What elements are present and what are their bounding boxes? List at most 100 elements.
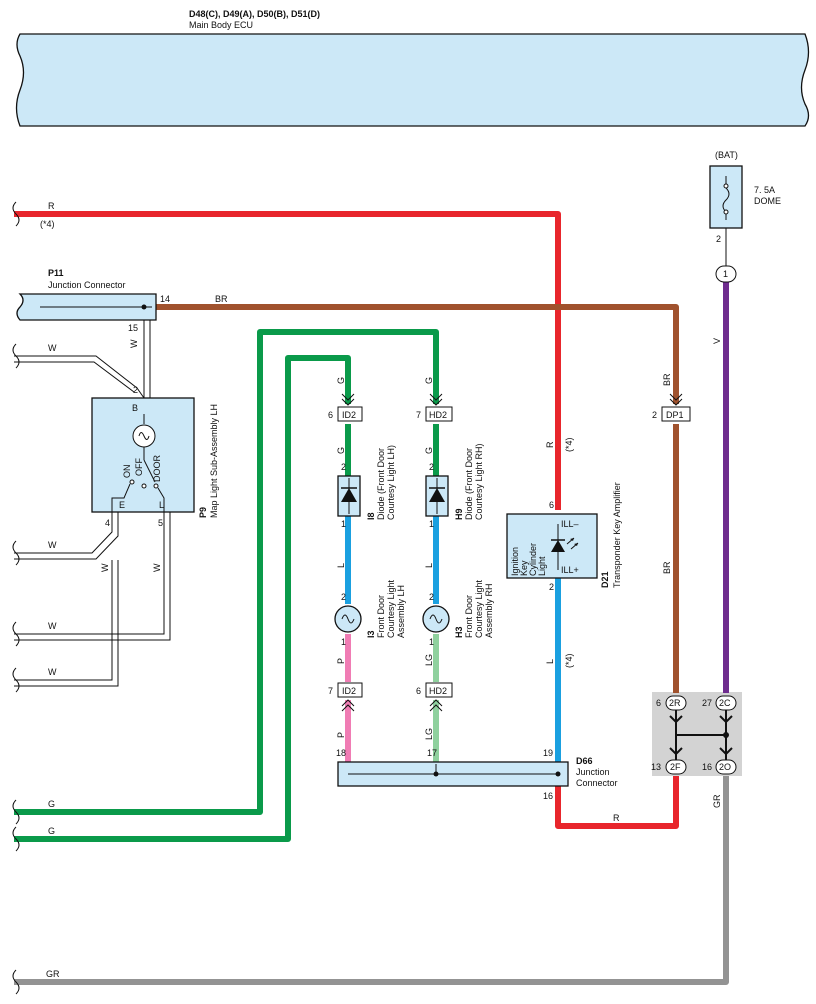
dp1-label: DP1 <box>666 410 684 420</box>
p9-pin-e-num: 4 <box>105 518 110 528</box>
wire-red-bottom <box>555 776 679 829</box>
dp1-pin: 2 <box>652 410 657 420</box>
id2-label-top: ID2 <box>342 410 356 420</box>
i3-pin-bottom: 1 <box>341 637 346 647</box>
h9-line1: Diode (Front Door <box>464 448 474 520</box>
p9-sw-door: DOOR <box>152 454 162 482</box>
h3-line2: Courtesy Light <box>474 579 484 638</box>
wire-brown <box>152 304 679 404</box>
connector-id2-bottom: ID2 7 <box>328 682 363 712</box>
label-v: V <box>712 338 722 344</box>
label-r-d21: R <box>545 441 555 448</box>
hd2-label-bottom: HD2 <box>429 686 447 696</box>
connector-hd2-top: HD2 7 <box>416 393 453 422</box>
d21-inner3: Cylinder <box>528 543 538 576</box>
d66-pin-a: 18 <box>336 748 346 758</box>
d21-inner1: Ignition <box>510 547 520 576</box>
ecu-title: D48(C), D49(A), D50(B), D51(D) <box>189 9 320 19</box>
label-br-lower: BR <box>662 561 672 574</box>
h9-line2: Courtesy Light RH) <box>474 443 484 520</box>
id2-pin-bottom: 7 <box>328 686 333 696</box>
i3-code: I3 <box>366 630 376 638</box>
p9-pin-e: E <box>119 500 125 510</box>
label-lg-1: LG <box>424 654 434 666</box>
i8-line2: Courtesy Light LH) <box>386 445 396 520</box>
fuse-name: DOME <box>754 196 781 206</box>
label-g-1: G <box>48 799 55 809</box>
h3-line1: Front Door <box>464 595 474 638</box>
i3-line3: Assembly LH <box>396 585 406 638</box>
i3-line2: Courtesy Light <box>386 579 396 638</box>
wire-labels: R (*4) BR W W W W W W W G G G G G G L L … <box>40 201 722 979</box>
junction-block-connectors: 2R 6 2C 27 2F 13 2O 16 <box>651 695 737 775</box>
diode-i8: 2 1 I8 Diode (Front Door Courtesy Light … <box>337 445 396 529</box>
h9-code: H9 <box>454 508 464 520</box>
d66-code: D66 <box>576 756 593 766</box>
connector-id2-top: ID2 6 <box>328 393 363 422</box>
jb-2o: 2O <box>719 762 731 772</box>
p9-pin-b: B <box>132 403 138 413</box>
fuse-connector-pin: 1 <box>723 269 728 279</box>
label-g-h9-top: G <box>424 377 434 384</box>
diode-h9: 2 1 H9 Diode (Front Door Courtesy Light … <box>425 443 484 529</box>
jb-pin-2f: 13 <box>651 762 661 772</box>
fuse-source: (BAT) <box>715 150 738 160</box>
i8-pin-top: 2 <box>341 462 346 472</box>
p11-code: P11 <box>48 268 64 278</box>
h3-line3: Assembly RH <box>484 583 494 638</box>
d21-pin-bottom: 2 <box>549 582 554 592</box>
connector-hd2-bottom: HD2 6 <box>416 682 453 712</box>
i8-pin-bottom: 1 <box>341 519 346 529</box>
label-r-top: R <box>48 201 55 211</box>
p9-pin-l-num: 5 <box>158 518 163 528</box>
fuse-rating: 7. 5A <box>754 185 775 195</box>
label-w-l: W <box>152 563 162 572</box>
fuse-pin: 2 <box>716 234 721 244</box>
d21-inner4: Light <box>537 556 547 576</box>
label-r-bottom: R <box>613 813 620 823</box>
d66-junction-connector: 18 17 19 16 D66 Junction Connector <box>336 748 618 801</box>
i8-line1: Diode (Front Door <box>376 448 386 520</box>
d21-name: Transponder Key Amplifier <box>612 482 622 588</box>
i3-line1: Front Door <box>376 595 386 638</box>
h9-pin-top: 2 <box>429 462 434 472</box>
jb-pin-2c: 27 <box>702 698 712 708</box>
label-r-note-d21: (*4) <box>564 437 574 452</box>
p9-code: P9 <box>198 507 208 518</box>
label-l-note-d21: (*4) <box>564 653 574 668</box>
label-w-p11: W <box>129 339 139 348</box>
main-body-ecu: D48(C), D49(A), D50(B), D51(D) Main Body… <box>15 9 810 127</box>
label-br-top: BR <box>215 294 228 304</box>
p9-map-light: 2 B ON OFF DOOR E L 4 5 P9 Map Light Sub… <box>91 385 219 528</box>
label-l-rh: L <box>424 563 434 568</box>
label-p-2: P <box>336 732 346 738</box>
wire-green-inner <box>14 355 351 842</box>
white-wires <box>14 317 171 687</box>
jb-2c: 2C <box>719 698 731 708</box>
d66-pin-c: 19 <box>543 748 553 758</box>
p11-name: Junction Connector <box>48 280 126 290</box>
label-w-e: W <box>100 563 110 572</box>
label-gr-bottom: GR <box>46 969 60 979</box>
d21-pin-top: 6 <box>549 500 554 510</box>
i8-code: I8 <box>366 512 376 520</box>
i3-pin-top: 2 <box>341 592 346 602</box>
jb-2r: 2R <box>669 698 681 708</box>
label-g-h9: G <box>424 447 434 454</box>
label-lg-2: LG <box>424 728 434 740</box>
h3-pin-bottom: 1 <box>429 637 434 647</box>
label-w-3: W <box>48 621 57 631</box>
label-w-4: W <box>48 667 57 677</box>
jb-2f: 2F <box>670 762 681 772</box>
p9-pin-l: L <box>159 500 164 510</box>
label-l-d21: L <box>545 659 555 664</box>
h3-pin-top: 2 <box>429 592 434 602</box>
hd2-label-top: HD2 <box>429 410 447 420</box>
connector-dp1: DP1 2 <box>652 393 691 422</box>
label-g-i8: G <box>336 447 346 454</box>
label-g-2: G <box>48 826 55 836</box>
p9-name: Map Light Sub-Assembly LH <box>209 404 219 518</box>
h3-code: H3 <box>454 626 464 638</box>
id2-label-bottom: ID2 <box>342 686 356 696</box>
